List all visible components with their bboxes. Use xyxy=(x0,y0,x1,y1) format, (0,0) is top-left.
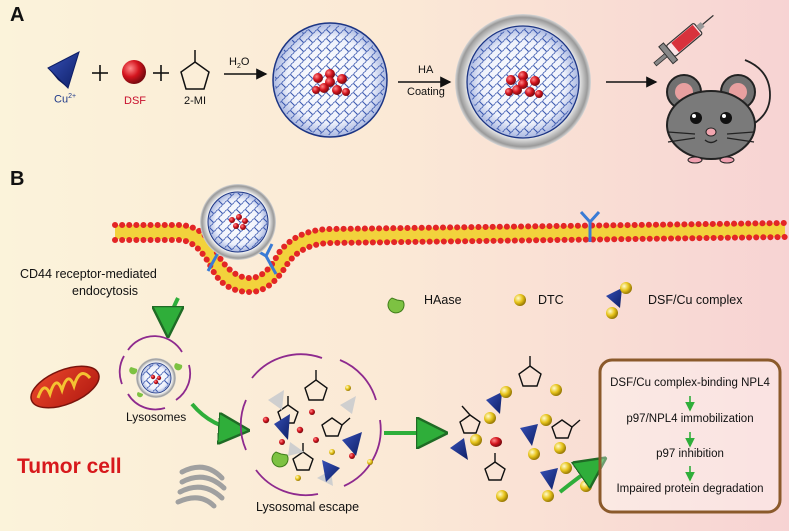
panel-a-label: A xyxy=(10,4,25,26)
mof-nanoparticle xyxy=(272,22,388,138)
golgi-icon xyxy=(175,464,227,509)
plus-icon xyxy=(153,65,169,81)
step-ha-label: HA xyxy=(418,64,434,76)
h2o-sub: 2 xyxy=(236,63,241,71)
reagent-cu-charge: 2+ xyxy=(68,93,77,100)
plus-icon xyxy=(92,65,108,81)
legend-dsf-cu-label: DSF/Cu complex xyxy=(648,293,743,307)
dsf-ball-icon xyxy=(122,60,146,84)
lysosomal-escape-scene xyxy=(239,353,382,497)
h2o-o: O xyxy=(240,56,250,68)
tumor-cell-label: Tumor cell xyxy=(17,455,122,478)
mitochondrion-icon xyxy=(30,365,100,409)
reagent-2mi-label: 2-MI xyxy=(184,95,206,107)
cu-tetrahedron-icon xyxy=(47,51,80,89)
endocytosis-line1: CD44 receptor-mediated xyxy=(20,267,157,281)
haase-icon xyxy=(387,297,405,314)
legend-haase-label: HAase xyxy=(424,293,462,307)
reagent-dsf-label: DSF xyxy=(124,95,146,107)
released-complexes xyxy=(450,356,592,502)
syringe-icon xyxy=(653,14,714,67)
dsf-cu-complex-icon xyxy=(606,282,632,319)
mechanism-step-1: DSF/Cu complex-binding NPL4 xyxy=(610,377,770,389)
green-arrow-endocytosis xyxy=(168,297,178,330)
reagent-cu-label: Cu2+ xyxy=(54,93,76,106)
reagent-cu-name: Cu xyxy=(54,93,69,106)
2-mi-pentagon-icon xyxy=(180,50,210,90)
ha-coated-nanoparticle xyxy=(455,14,591,150)
nanoparticle-entering xyxy=(200,184,276,260)
green-arrow-mechanism xyxy=(558,462,600,494)
step-coating-label: Coating xyxy=(407,86,445,98)
lysosomes-label: Lysosomes xyxy=(126,410,187,424)
h2o-h: H xyxy=(229,56,237,68)
lysosomal-escape-label: Lysosomal escape xyxy=(256,500,360,514)
panel-b-label: B xyxy=(10,168,25,190)
mouse-icon xyxy=(666,59,771,164)
legend-dtc-label: DTC xyxy=(538,293,564,307)
lysosome-icon xyxy=(118,335,192,411)
mechanism-step-2: p97/NPL4 immobilization xyxy=(626,413,754,425)
dtc-icon xyxy=(514,294,526,306)
mechanism-step-4: Impaired protein degradation xyxy=(616,483,764,495)
step-h2o-label: H2O xyxy=(229,56,249,70)
endocytosis-line2: endocytosis xyxy=(72,284,139,298)
mechanism-step-3: p97 inhibition xyxy=(656,448,724,460)
green-arrow-lysosome xyxy=(190,402,242,430)
cd44-receptor-icon xyxy=(579,210,601,242)
